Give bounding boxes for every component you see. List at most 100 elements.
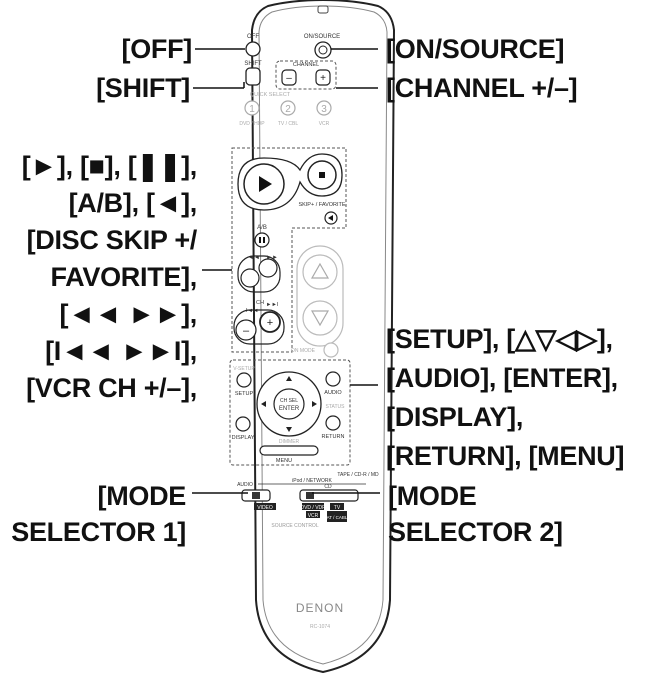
callout-shift: [SHIFT] [96,71,190,106]
menu-label: MENU [276,458,292,464]
quick-select-3-button[interactable] [316,100,332,116]
cd-label: CD [324,484,332,490]
callout-setup-line-3: [DISPLAY], [386,402,524,432]
skip-favorite-label: SKIP+ / FAVORITE [298,202,345,208]
quick-select-label: QUICK SELECT [250,92,291,98]
callout-transport-line-7: [VCR CH +/–], [26,373,197,403]
quick-select-3-number: 3 [321,104,327,115]
tv-badge [330,503,344,510]
dvd-hdp-label: DVD / HDP [239,121,265,127]
skip-back-icon [328,215,333,221]
cursor-right-icon [312,401,317,407]
on-source-button[interactable] [314,41,332,59]
dvd-vdp-label: DVD / VDP [300,505,326,511]
stop-icon [319,172,325,178]
menu-button[interactable] [259,445,319,456]
channel-plus-glyph: + [320,73,326,84]
brand-logo: DENON [296,601,344,615]
channel-plus-button[interactable] [315,69,331,86]
channel-group [275,60,337,90]
mode-selector-2-knob[interactable] [306,492,314,499]
fast-forward-button[interactable] [258,258,278,278]
enter-label: ENTER [279,406,300,412]
sat-cable-badge [327,511,347,522]
channel-minus-button[interactable] [281,69,297,86]
skip-next-mark: ►►I [266,302,279,308]
vcr-badge [306,511,320,518]
on-source-label: ON/SOURCE [304,34,340,40]
ipod-network-label: iPod / NETWORK [292,478,332,484]
mode-selector-1-knob[interactable] [252,492,260,499]
callout-on-source: [ON/SOURCE] [386,32,565,67]
quick-select-2-button[interactable] [280,100,296,116]
callout-mode-1: [MODE SELECTOR 1] [11,478,186,550]
callout-transport-line-4: FAVORITE], [50,262,197,292]
callout-shift-text: [SHIFT] [96,73,190,103]
callout-transport-line-3: [DISC SKIP +/ [26,225,198,255]
ir-window [317,5,329,14]
video-label: VIDEO [257,505,273,511]
enter-button[interactable] [273,388,305,420]
callout-transport-line-6: [I◄◄ ►►I], [45,336,197,366]
rewind-button[interactable] [240,268,260,288]
vcr-label: VCR [319,121,330,127]
triangle-up-icon [310,262,330,279]
pause-icon-right [263,237,265,243]
display-label: DISPLAY [232,435,255,441]
cursor-left-icon [261,401,266,407]
display-button[interactable] [235,416,251,432]
ch-label: CH [256,300,264,306]
on-mode-button[interactable] [323,342,339,358]
triangle-down-icon [310,310,330,327]
callout-transport-line-1: [►], [■], [❚❚], [21,151,198,181]
pause-button[interactable] [254,232,270,248]
callout-on-source-text: [ON/SOURCE] [386,34,565,64]
callout-transport-line-2: [A/B], [◄], [68,188,198,218]
ch-plus-button[interactable] [259,311,281,333]
setup-group [229,359,351,466]
callout-channel: [CHANNEL +/–] [386,71,578,106]
cursor-up-icon [286,376,292,381]
callout-off-text: [OFF] [121,34,193,64]
ch-surround [233,309,285,345]
callout-channel-text: [CHANNEL +/–] [386,73,578,103]
ch-minus-button[interactable] [235,319,257,341]
on-mode-label: ON MODE [291,348,316,354]
tv-cbl-label: TV / CBL [278,121,299,127]
play-icon [259,176,272,192]
callout-transport-line-5: [◄◄ ►►], [59,299,198,329]
ch-minus-glyph: – [243,325,250,337]
audio-button[interactable] [325,371,341,387]
return-label: RETURN [322,434,345,440]
setup-label: SETUP [235,391,254,397]
callout-mode-1-line-2: SELECTOR 1] [11,517,186,547]
ch-sel-label: CH SEL [280,398,298,404]
quick-select-1-button[interactable] [244,100,260,116]
pause-icon-left [259,237,261,243]
fast-forward-mark: ►► [266,255,278,261]
volume-up-button[interactable] [302,254,338,290]
rew-ffw-surround [237,255,281,293]
model-label: RC-1074 [310,624,330,630]
ab-label: A/B [257,225,267,231]
audio-label: AUDIO [324,390,342,396]
transport-group [231,147,347,353]
off-label: OFF [247,34,259,40]
callout-mode-2-line-2: SELECTOR 2] [388,517,563,547]
callout-setup-line-4: [RETURN], [MENU] [386,441,625,471]
v-setup-label: V-SETUP [233,366,255,372]
volume-down-button[interactable] [302,300,338,336]
source-control-label: SOURCE CONTROL [271,523,318,529]
rewind-mark: ◄◄ [248,255,260,261]
ch-plus-glyph: + [267,317,273,329]
callout-mode-1-line-1: [MODE [97,481,187,511]
audio-mode-label: AUDIO [237,482,253,488]
shift-button[interactable] [245,67,261,86]
off-button[interactable] [245,41,261,57]
callout-mode-2: [MODE SELECTOR 2] [388,478,563,550]
callout-transport: [►], [■], [❚❚], [A/B], [◄], [DISC SKIP +… [21,148,198,407]
channel-minus-glyph: – [286,73,292,84]
setup-button[interactable] [236,372,252,388]
return-button[interactable] [325,415,341,431]
